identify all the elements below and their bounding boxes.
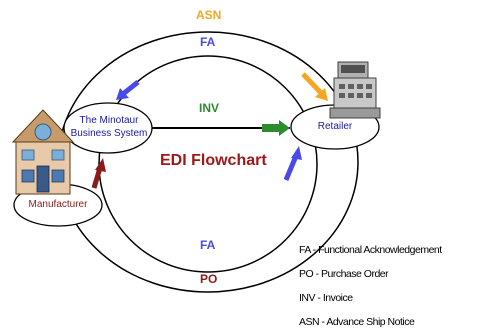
asn-flow-label: ASN bbox=[196, 8, 222, 22]
inv-arrow bbox=[262, 120, 290, 136]
abbreviation-legend: FA - Functional Acknowledgement PO - Pur… bbox=[299, 238, 442, 334]
fa-top-flow-label: FA bbox=[200, 35, 216, 49]
legend-item-po: PO - Purchase Order bbox=[299, 268, 389, 280]
fa-top-arrow bbox=[116, 80, 140, 100]
manufacturer-node-label: Manufacturer bbox=[28, 199, 88, 210]
minotaur-node-ellipse bbox=[63, 102, 153, 154]
manufacturer-building-icon bbox=[11, 109, 75, 195]
retailer-cash-register-icon bbox=[329, 61, 381, 119]
po-flow-label: PO bbox=[200, 272, 218, 286]
inv-flow-label: INV bbox=[199, 101, 220, 115]
fa-bottom-flow-label: FA bbox=[200, 238, 216, 252]
diagram-title: EDI Flowchart bbox=[160, 152, 267, 169]
legend-item-fa: FA - Functional Acknowledgement bbox=[299, 244, 442, 256]
legend-item-inv: INV - Invoice bbox=[299, 292, 353, 304]
retailer-node-label: Retailer bbox=[317, 121, 353, 132]
fa-bottom-arrow bbox=[283, 146, 302, 181]
legend-item-asn: ASN - Advance Ship Notice bbox=[299, 316, 415, 328]
minotaur-node-label: The Minotaur Business System bbox=[70, 115, 148, 139]
po-arrow bbox=[91, 158, 106, 189]
asn-arrow bbox=[301, 72, 328, 101]
